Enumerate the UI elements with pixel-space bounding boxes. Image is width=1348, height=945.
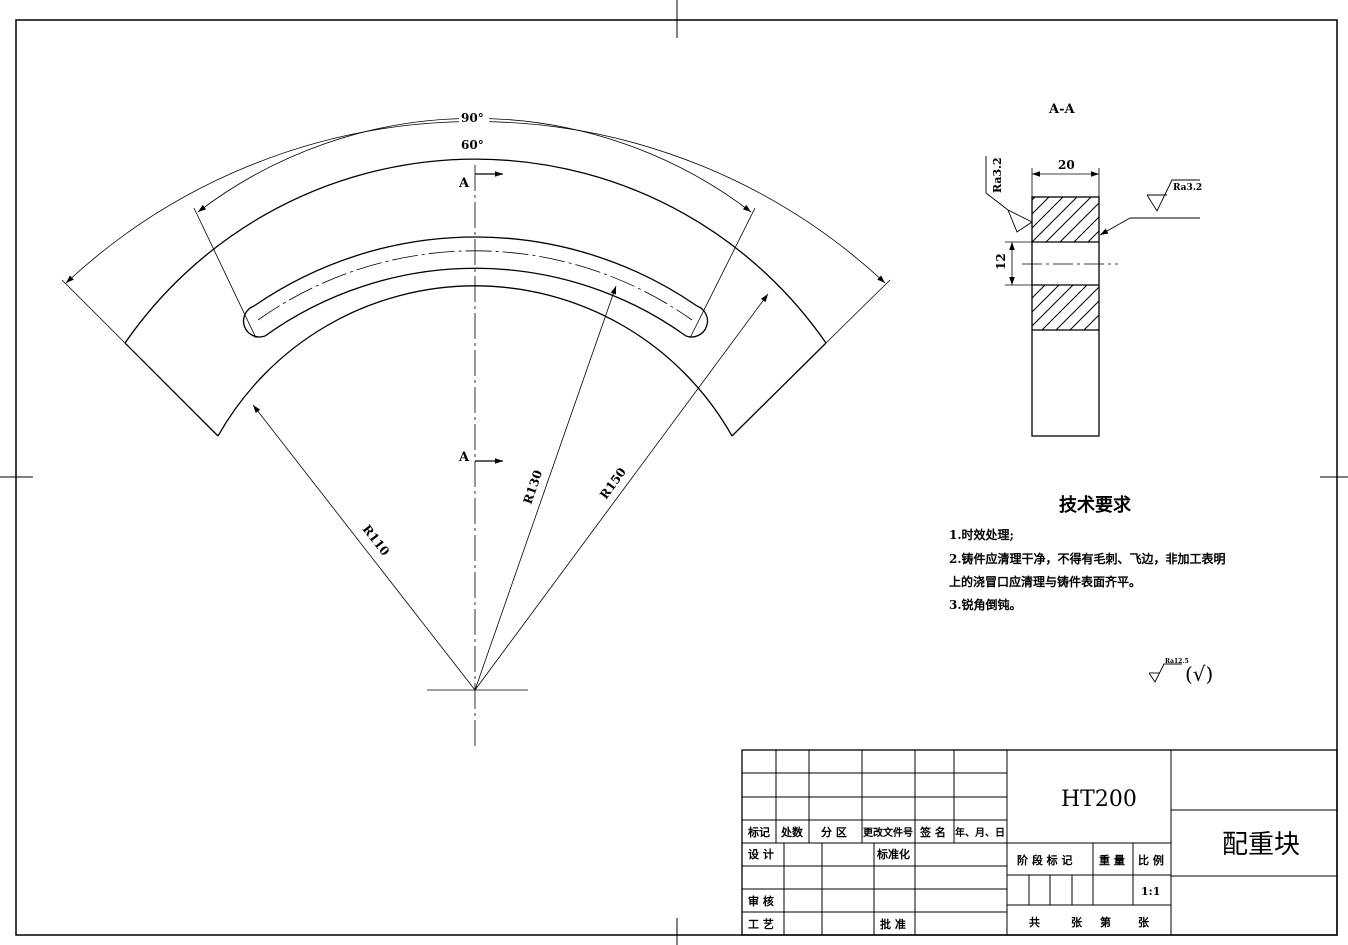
general-roughness-label: Ra12.5 [1165, 658, 1189, 665]
section-mark-top: A [458, 176, 470, 191]
hole-12-label: 12 [994, 253, 1008, 270]
tb-row-review: 审 核 [748, 894, 774, 908]
section-view: A-A 20 12 Ra3.2 [985, 102, 1202, 437]
section-title: A-A [1048, 102, 1075, 117]
tb-header-date: 年、月、日 [955, 826, 1005, 839]
tech-line-4: 3.锐角倒钝。 [949, 597, 1022, 612]
tb-row-approve: 批 准 [880, 917, 906, 931]
tech-line-2: 2.铸件应清理干净，不得有毛刺、飞边，非加工表明 [949, 551, 1226, 566]
tb-scale-value: 1:1 [1141, 885, 1160, 898]
roughness-left-icon [985, 156, 1033, 233]
tb-part-name: 配重块 [1222, 830, 1300, 860]
tb-sheets: 张 [1071, 915, 1083, 929]
radius-r110-label: R110 [360, 522, 393, 558]
tb-row-process: 工 艺 [748, 917, 774, 931]
section-hatch [1032, 197, 1099, 330]
main-view: 90° 60° A A R110 R130 R150 [61, 110, 891, 748]
tb-row-standard: 标准化 [876, 847, 910, 861]
tech-line-3: 上的浇冒口应清理与铸件表面齐平。 [949, 574, 1141, 589]
general-roughness-note: (√) [1185, 662, 1213, 686]
general-roughness-icon [1148, 663, 1182, 683]
main-outline [124, 158, 827, 437]
tb-sheet-no: 第 [1100, 915, 1111, 929]
title-block: 标记 处数 分 区 更改文件号 签 名 年、月、日 设 计 标准化 审 核 工 … [741, 749, 1338, 936]
roughness-right-icon [1099, 179, 1200, 236]
angle-90-label: 90° [461, 111, 484, 125]
tb-header-doc: 更改文件号 [863, 826, 913, 839]
width-20-label: 20 [1058, 158, 1075, 172]
main-centerlines [257, 165, 693, 748]
tb-stage-mark: 阶 段 标 记 [1017, 853, 1073, 867]
roughness-right-label: Ra3.2 [1173, 183, 1202, 193]
tb-total: 共 [1029, 915, 1040, 929]
section-outline [1031, 196, 1100, 437]
tech-heading: 技术要求 [1059, 494, 1132, 516]
angle-label-masks [459, 110, 489, 151]
section-mark-bottom: A [458, 450, 470, 465]
tb-header-count: 处数 [780, 825, 804, 839]
tb-row-design: 设 计 [748, 847, 774, 861]
angle-60-label: 60° [461, 138, 484, 152]
tb-scale-label: 比 例 [1138, 853, 1164, 867]
tb-header-mark: 标记 [747, 825, 770, 839]
tb-header-sign: 签 名 [919, 825, 946, 839]
section-dimensions [1005, 168, 1118, 286]
technical-requirements: 技术要求 1.时效处理; 2.铸件应清理干净，不得有毛刺、飞边，非加工表明 上的… [949, 494, 1226, 686]
tb-material: HT200 [1061, 787, 1137, 812]
radius-r150-label: R150 [597, 465, 629, 502]
section-cut-arrows [475, 171, 503, 464]
dimension-lines [61, 117, 891, 691]
tb-weight: 重 量 [1099, 853, 1125, 867]
tb-sheet-end: 张 [1138, 915, 1150, 929]
roughness-left-label: Ra3.2 [991, 157, 1004, 193]
tech-line-1: 1.时效处理; [949, 527, 1014, 542]
tb-header-zone: 分 区 [821, 825, 847, 839]
